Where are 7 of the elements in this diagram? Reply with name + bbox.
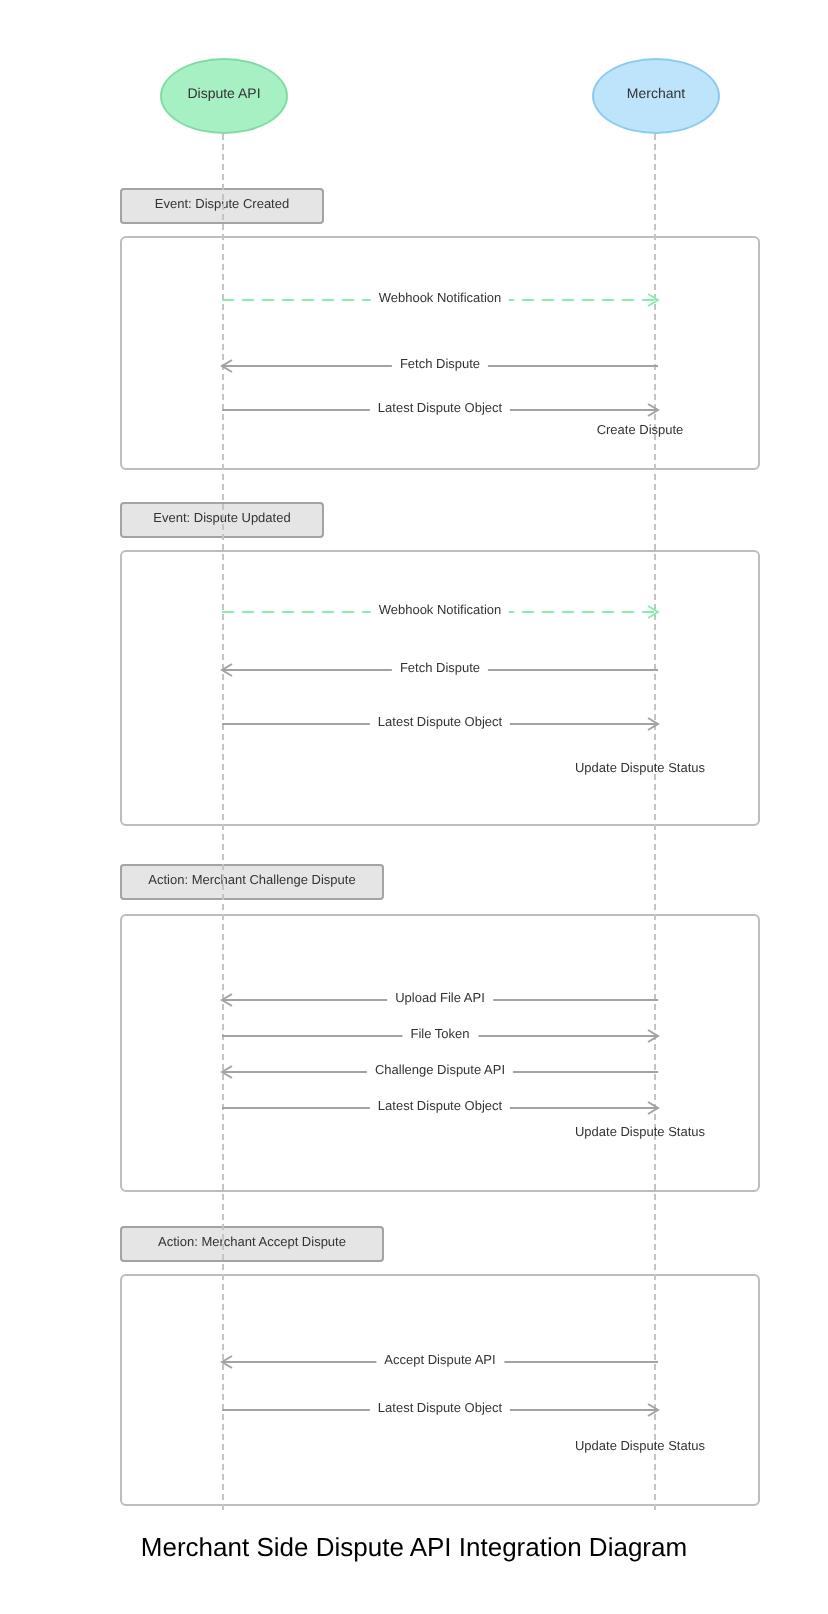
lifeline: [222, 134, 226, 1510]
section-header: [120, 188, 324, 224]
caption: Merchant Side Dispute API Integration Diagram: [138, 1530, 690, 1566]
section-header: [120, 864, 384, 900]
section-header: [120, 1226, 384, 1262]
lifeline: [654, 134, 658, 1510]
section-header: [120, 502, 324, 538]
